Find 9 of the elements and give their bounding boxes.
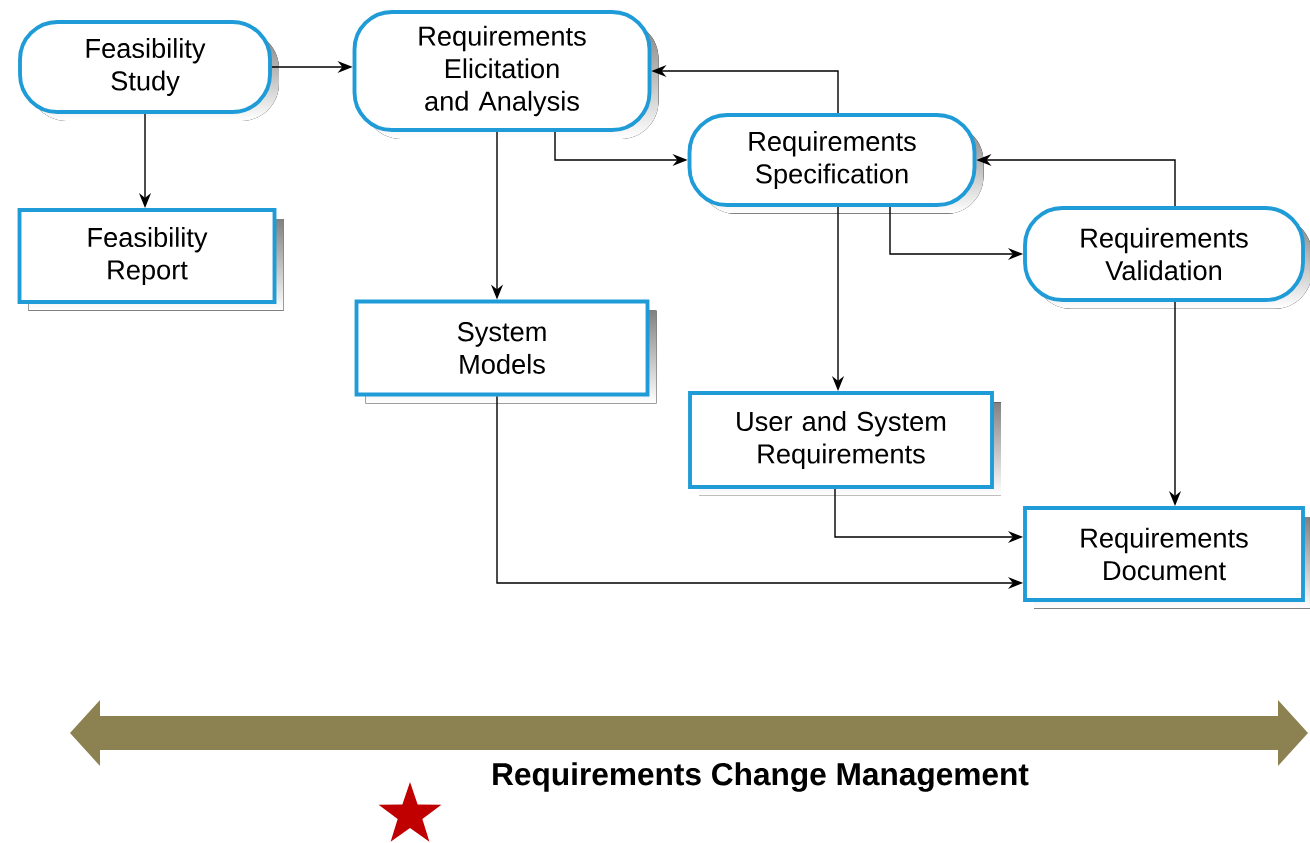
process-box: Requirements Specification	[687, 113, 984, 214]
process-box: Requirements Elicitation and Analysis	[352, 10, 659, 139]
process-box: Feasibility Study	[18, 20, 279, 121]
caption-text: Requirements Change Management	[493, 762, 1029, 792]
document-box: User and System Requirements	[688, 391, 1001, 496]
process-box: Requirements Validation	[1023, 206, 1310, 309]
document-box: System Models	[354, 299, 657, 404]
document-box: Requirements Document	[1023, 506, 1310, 609]
document-box: Feasibility Report	[17, 208, 284, 311]
